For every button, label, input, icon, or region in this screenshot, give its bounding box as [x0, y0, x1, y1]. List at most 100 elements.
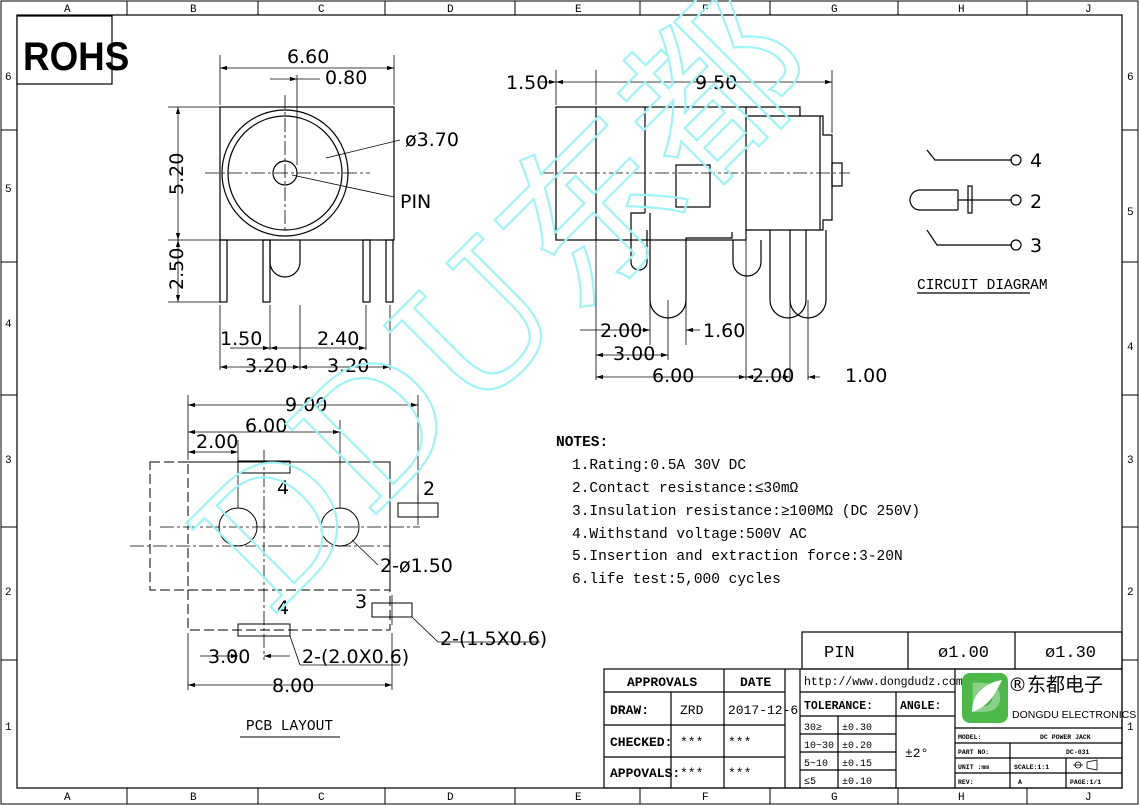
row-label: 1 — [5, 722, 12, 734]
tb-model-k: MODEL: — [958, 734, 981, 741]
dim-950: 9.50 — [695, 72, 737, 94]
row-label: 3 — [1127, 455, 1134, 467]
row-label: 6 — [1127, 72, 1134, 84]
dim-600: 6.00 — [652, 365, 694, 387]
company-logo: D — [962, 673, 1008, 723]
col-label: F — [702, 792, 709, 804]
notes: NOTES: 1.Rating:0.5A 30V DC 2.Contact re… — [556, 435, 920, 588]
pin-table-v1: ø1.00 — [938, 644, 989, 663]
tb-rev-v: A — [1018, 779, 1022, 786]
projection-symbol-icon — [1073, 759, 1098, 771]
tb-angle: ANGLE: — [900, 700, 941, 713]
col-label: J — [1085, 4, 1092, 16]
pin-label: PIN — [400, 191, 431, 213]
front-dims — [168, 55, 401, 370]
tb-unit: UNIT :mm — [958, 764, 989, 771]
dim-pin-len: 2.50 — [166, 248, 188, 290]
col-label: B — [190, 4, 197, 16]
circuit-pin-4: 4 — [1030, 150, 1042, 172]
note-item: 3.Insulation resistance:≥100MΩ (DC 250V) — [572, 504, 920, 520]
company-en: DONGDU ELECTRONICS — [1012, 709, 1136, 721]
pcb-dim-300: 3.00 — [208, 646, 250, 668]
tb-tol-range: 30≥ — [804, 723, 822, 734]
col-label: H — [958, 4, 965, 16]
tb-checked-by: *** — [680, 735, 703, 750]
row-label: 6 — [5, 72, 12, 84]
tb-model-v: DC POWER JACK — [1040, 734, 1091, 741]
col-label: C — [318, 792, 325, 804]
tb-draw: DRAW: — [610, 703, 649, 718]
tb-tol-range: ≤5 — [804, 777, 816, 788]
pcb-pad-4-bottom: 4 — [277, 597, 289, 619]
dim-d1: 1.50 — [220, 328, 262, 350]
row-label: 4 — [5, 319, 12, 331]
circuit-pin-3: 3 — [1030, 235, 1042, 257]
tb-rev-k: REV: — [958, 779, 974, 786]
circuit-diagram — [909, 149, 1030, 294]
tb-tol-val: ±0.30 — [842, 723, 872, 734]
tb-appvals-by: *** — [680, 766, 703, 781]
dim-200: 2.00 — [600, 320, 642, 342]
col-label: F — [702, 4, 709, 16]
row-label: 5 — [1127, 207, 1134, 219]
dim-width: 6.60 — [287, 46, 329, 68]
tb-approvals: APPROVALS — [627, 675, 697, 690]
row-label: 4 — [1127, 342, 1134, 354]
pcb-dim-200: 2.00 — [196, 431, 238, 453]
tb-part-v: DC-031 — [1066, 749, 1090, 756]
col-label: H — [958, 792, 965, 804]
notes-title: NOTES: — [556, 435, 608, 451]
col-label: C — [318, 4, 325, 16]
tb-checked: CHECKED: — [610, 735, 672, 750]
pcb-pad-3: 3 — [355, 591, 367, 613]
title-block-text: APPROVALS DATE DRAW: ZRD 2017-12-6 CHECK… — [610, 675, 963, 788]
pcb-pad2-label: 2-(2.0X0.6) — [302, 646, 409, 668]
tb-part-k: PART NO: — [958, 749, 989, 756]
dim-150: 1.50 — [506, 72, 548, 94]
tb-draw-by: ZRD — [680, 703, 704, 718]
tb-tol-val: ±0.15 — [842, 759, 872, 770]
dim-diameter: ø3.70 — [405, 129, 459, 151]
row-label: 5 — [5, 184, 12, 196]
dim-160: 1.60 — [703, 320, 745, 342]
dim-d4: 3.20 — [327, 355, 369, 377]
front-dim-labels: 6.60 0.80 ø3.70 PIN 5.20 2.50 1.50 2.40 … — [166, 46, 459, 377]
dim-offset: 0.80 — [325, 67, 367, 89]
side-dims — [540, 70, 833, 380]
pin-table-v2: ø1.30 — [1045, 644, 1096, 663]
note-item: 5.Insertion and extraction force:3-20N — [572, 549, 903, 565]
col-label: D — [447, 792, 454, 804]
pcb-dims — [187, 395, 540, 690]
dim-100: 1.00 — [845, 365, 887, 387]
tb-tol-val: ±0.10 — [842, 777, 872, 788]
circuit-pin-2: 2 — [1030, 191, 1042, 213]
pin-table-label: PIN — [824, 644, 855, 663]
side-dim-labels: 1.50 9.50 2.00 1.60 3.00 6.00 2.00 1.00 — [506, 72, 887, 387]
col-label: B — [190, 792, 197, 804]
pcb-dim-800: 8.00 — [272, 675, 314, 697]
dim-200b: 2.00 — [752, 365, 794, 387]
dim-d2: 2.40 — [317, 328, 359, 350]
tb-draw-date: 2017-12-6 — [728, 703, 798, 718]
tb-angle-val: ±2° — [905, 746, 928, 761]
rohs-label: ROHS — [23, 35, 129, 80]
tb-checked-date: *** — [728, 735, 751, 750]
logo-letter: D — [969, 676, 1002, 722]
row-label: 2 — [1127, 587, 1134, 599]
company-cn: ®东都电子 — [1008, 674, 1103, 696]
tb-tol-val: ±0.20 — [842, 741, 872, 752]
col-label: A — [64, 792, 71, 804]
pcb-dim-900: 9.00 — [285, 394, 327, 416]
col-label: J — [1085, 792, 1092, 804]
col-label: E — [575, 792, 582, 804]
pcb-pad-2: 2 — [423, 478, 435, 500]
pcb-hole-label: 2-ø1.50 — [380, 555, 453, 577]
frame-col-labels: A B C D E F G H J A B C D E F G H J — [64, 4, 1092, 804]
dim-height: 5.20 — [166, 153, 188, 195]
pin-table-text: PIN ø1.00 ø1.30 — [824, 644, 1096, 663]
tb-scale: SCALE:1:1 — [1014, 764, 1049, 771]
pcb-pad1-label: 2-(1.5X0.6) — [440, 628, 547, 650]
pcb-dim-600: 6.00 — [245, 415, 287, 437]
